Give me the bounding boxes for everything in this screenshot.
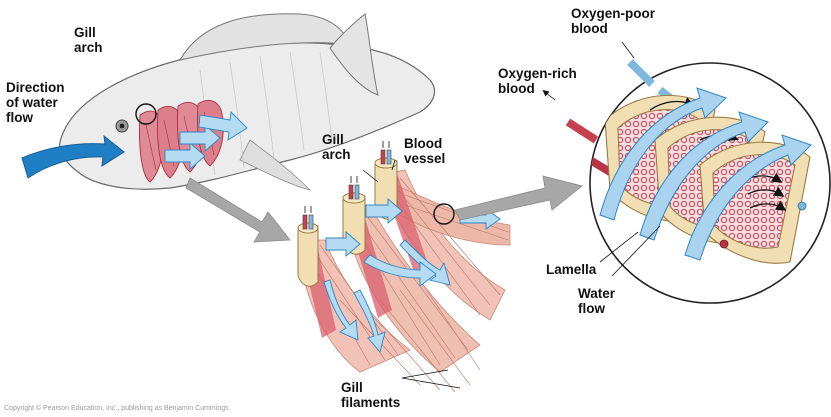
label-line: flow — [6, 110, 33, 125]
filament-zoom-circle — [433, 203, 455, 225]
gill-filaments-illustration — [297, 141, 511, 393]
direction-arrow — [21, 134, 125, 179]
fish-dorsal-fin — [179, 13, 351, 61]
label-line: Water — [578, 286, 616, 301]
label-line: Gill — [322, 132, 344, 147]
label-line: Oxygen-poor — [571, 6, 656, 21]
label-line: flow — [578, 301, 605, 316]
label-line: Oxygen-rich — [498, 66, 577, 81]
label-oxygen-poor-blood: Oxygen-poor blood — [571, 6, 655, 36]
fish-zoom-circle — [135, 103, 157, 125]
label-lamella: Lamella — [546, 262, 597, 277]
fish-water-arrows — [164, 111, 248, 170]
lamella-closeup — [542, 41, 831, 304]
copyright-credit: Copyright © Pearson Education, Inc., pub… — [4, 405, 231, 412]
label-line: blood — [498, 81, 535, 96]
label-line: Gill — [74, 25, 96, 40]
fish-tail-fin — [329, 13, 379, 96]
label-line: arch — [74, 40, 103, 55]
label-gill-arch-filaments: Gill arch — [322, 132, 351, 162]
label-direction-water-flow: Direction of water flow — [6, 80, 65, 125]
label-gill-filaments: Gill filaments — [341, 380, 400, 410]
label-oxygen-rich-blood: Oxygen-rich blood — [498, 66, 577, 96]
label-water-flow: Water flow — [578, 286, 615, 316]
label-line: blood — [571, 21, 608, 36]
label-gill-arch-fish: Gill arch — [74, 25, 103, 55]
zoom-arrow-filaments-to-lamella — [454, 175, 583, 221]
label-line: of water — [6, 95, 58, 110]
zoom-arrow-fish-to-filaments — [185, 177, 291, 243]
label-line: vessel — [404, 151, 446, 166]
fish-pectoral-fin — [239, 139, 312, 191]
label-line: Blood — [404, 136, 443, 151]
label-line: Gill — [341, 380, 363, 395]
label-line: Direction — [6, 80, 65, 95]
label-blood-vessel: Blood vessel — [404, 136, 445, 166]
label-line: arch — [322, 147, 351, 162]
fish-illustration — [21, 13, 435, 191]
label-line: filaments — [341, 395, 401, 410]
